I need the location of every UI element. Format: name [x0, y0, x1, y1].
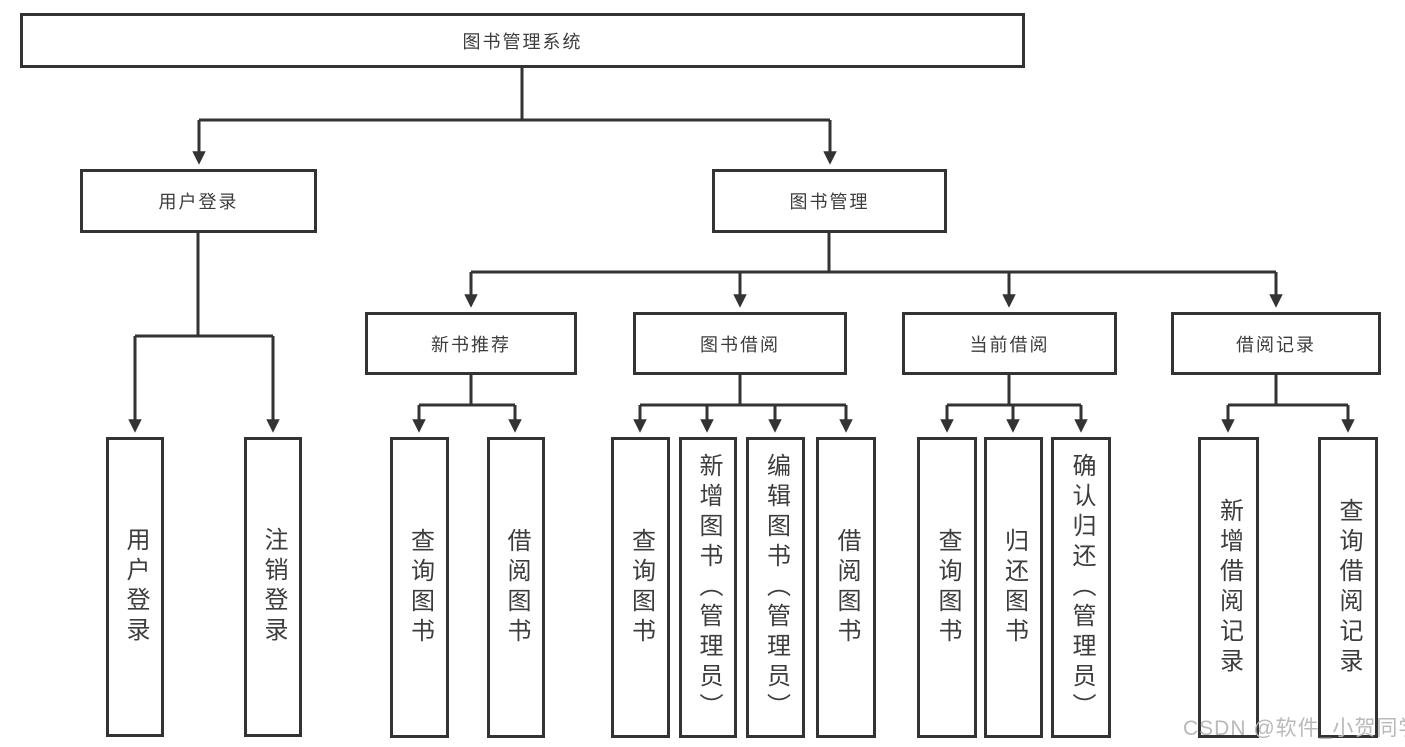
node-query-books-1: 查询图书	[390, 437, 449, 738]
node-borrow-books-1: 借阅图书	[487, 437, 545, 738]
node-label: 查询图书	[406, 527, 434, 648]
watermark: CSDN @软件_小贺同学	[1183, 717, 1405, 740]
node-borrowing-records: 借阅记录	[1171, 312, 1381, 375]
node-label: 确认归还（管理员）	[1068, 452, 1095, 723]
node-query-borrow-record: 查询借阅记录	[1318, 437, 1378, 738]
node-query-books-3: 查询图书	[917, 437, 977, 738]
node-user-login-action: 用户登录	[106, 437, 164, 737]
node-label: 图书借阅	[700, 334, 780, 355]
node-label: 图书管理	[789, 192, 870, 212]
node-label: 查询图书	[627, 527, 655, 648]
node-user-login: 用户登录	[80, 169, 317, 233]
node-label: 编辑图书（管理员）	[762, 452, 790, 723]
node-book-borrowing: 图书借阅	[633, 312, 847, 375]
node-label: 用户登录	[122, 527, 149, 647]
node-label: 借阅记录	[1236, 334, 1316, 355]
node-label: 新增图书（管理员）	[695, 452, 722, 723]
node-edit-books-admin: 编辑图书（管理员）	[746, 437, 805, 738]
node-return-books: 归还图书	[984, 437, 1043, 738]
node-label: 借阅图书	[503, 527, 530, 648]
node-label: 查询借阅记录	[1335, 497, 1362, 678]
node-query-books-2: 查询图书	[611, 437, 670, 738]
node-label: 借阅图书	[833, 527, 860, 648]
node-add-borrow-record: 新增借阅记录	[1198, 437, 1259, 738]
node-label: 图书管理系统	[462, 31, 583, 52]
node-label: 用户登录	[158, 192, 239, 212]
node-borrow-books-2: 借阅图书	[816, 437, 876, 738]
node-confirm-return-admin: 确认归还（管理员）	[1051, 437, 1111, 738]
node-new-book-recommend: 新书推荐	[365, 312, 577, 375]
node-add-books-admin: 新增图书（管理员）	[679, 437, 737, 738]
node-label: 查询图书	[934, 527, 961, 648]
node-library-system: 图书管理系统	[20, 13, 1025, 68]
node-label: 新书推荐	[431, 334, 511, 355]
node-label: 当前借阅	[969, 334, 1050, 355]
node-label: 注销登录	[260, 527, 287, 647]
node-label: 新增借阅记录	[1215, 497, 1243, 678]
node-book-management: 图书管理	[712, 169, 947, 233]
node-current-borrowing: 当前借阅	[902, 312, 1117, 375]
node-logout-action: 注销登录	[244, 437, 302, 737]
node-label: 归还图书	[1000, 527, 1028, 648]
